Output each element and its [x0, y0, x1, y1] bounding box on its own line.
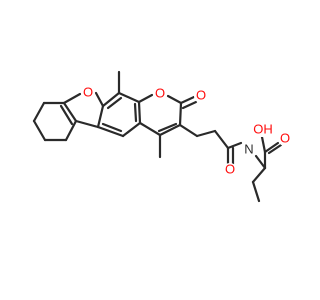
- atom-label-o-pyran: O: [153, 85, 167, 101]
- o-carbonyl-label: O: [196, 87, 206, 102]
- o-pyran-label: O: [155, 85, 165, 100]
- n-amide-label: N: [244, 141, 253, 156]
- aminobutanoic-acid: [251, 135, 283, 203]
- atom-label-o-amide: O: [223, 161, 237, 177]
- propanoyl-chain: [178, 123, 243, 166]
- atom-label-oh-acid: OH: [253, 121, 273, 137]
- cyclohexane-ring: [32, 101, 78, 142]
- structure-canvas: O O O N O O OH: [32, 70, 292, 203]
- atom-label-o-carbonyl: O: [194, 87, 208, 103]
- benzene-ring: [96, 91, 142, 138]
- oh-acid-label: OH: [253, 121, 273, 136]
- atom-label-o-acid: O: [278, 130, 292, 146]
- furan-ring: [62, 91, 105, 129]
- atom-label-o-furan: O: [81, 84, 95, 100]
- o-amide-label: O: [225, 161, 235, 176]
- pyranone-ring: [137, 93, 198, 137]
- o-furan-label: O: [83, 84, 93, 99]
- atom-label-n-amide: N: [241, 141, 257, 158]
- molecule-structure: O O O N O O OH: [32, 70, 292, 203]
- o-acid-carbonyl-label: O: [280, 130, 290, 145]
